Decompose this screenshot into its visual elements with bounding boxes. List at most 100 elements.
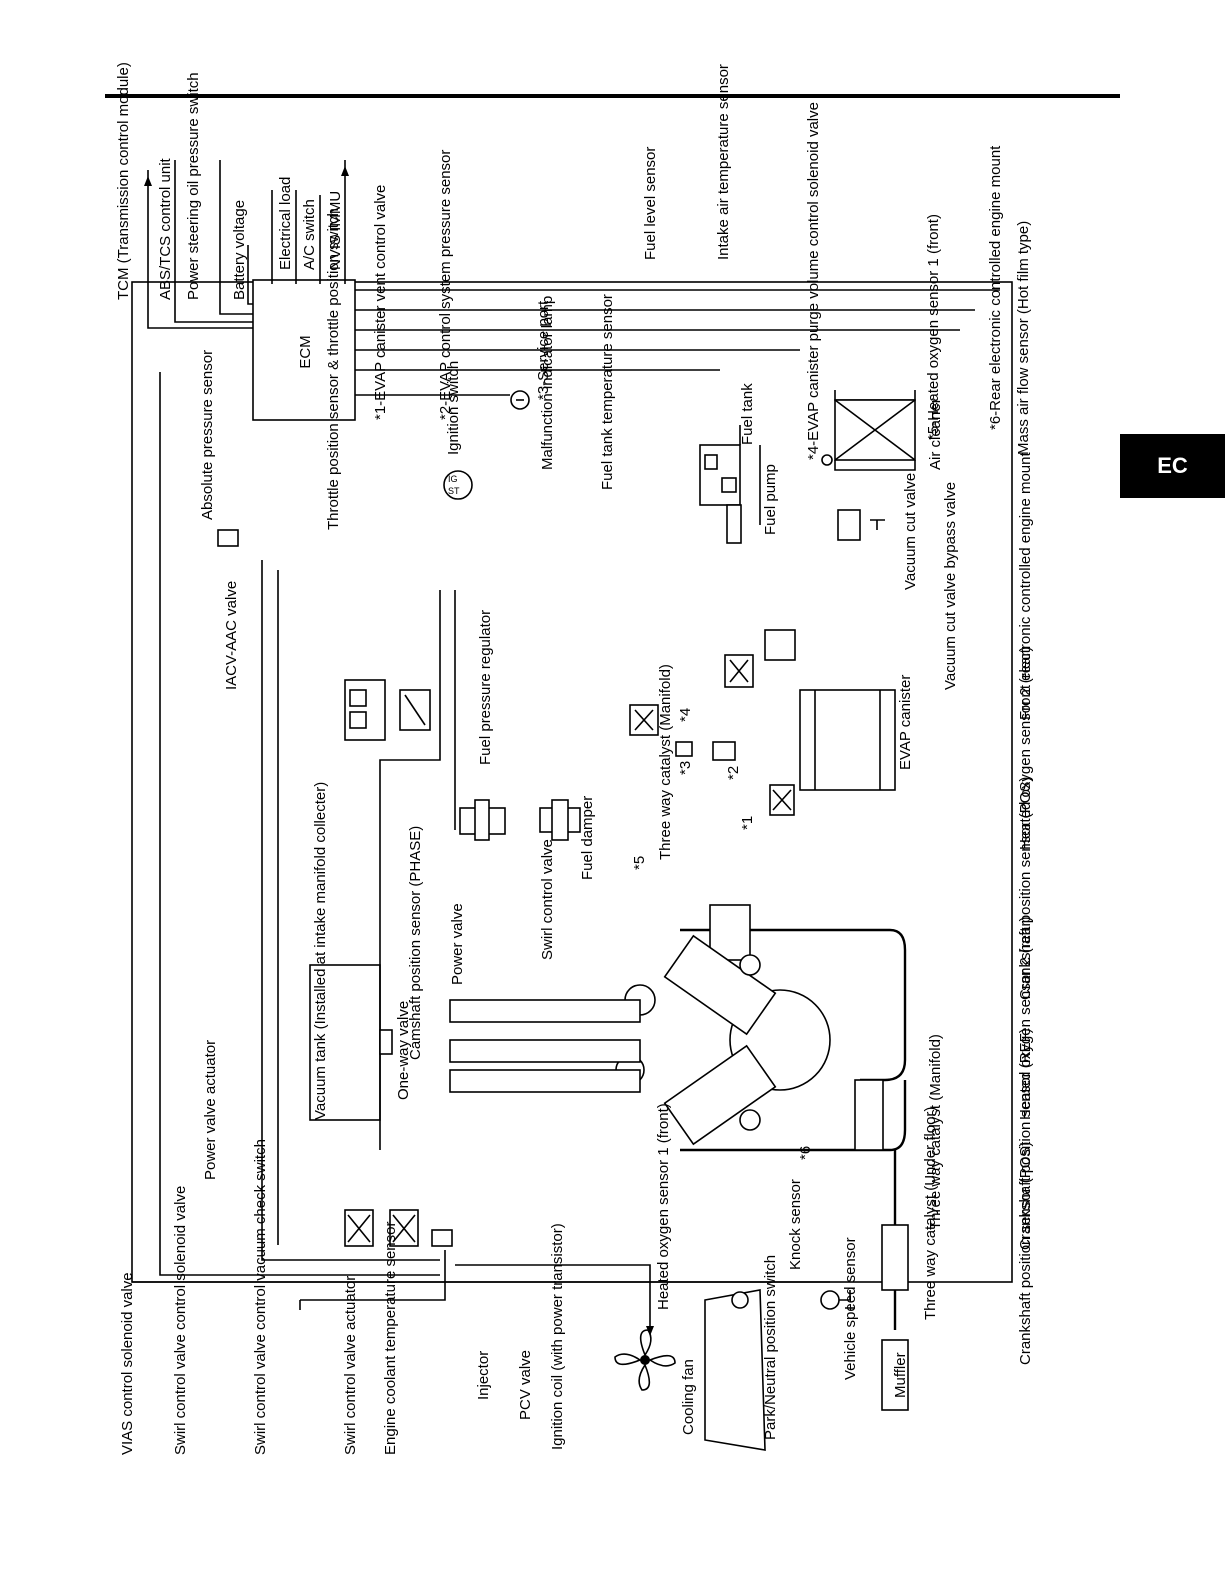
fuel-pump-label: Fuel pump: [762, 464, 779, 535]
front-mount-label: Front electronic controlled engine mount: [1017, 452, 1034, 720]
ecm-input-labels: TCM (Transmission control module) ABS/TC…: [115, 62, 344, 300]
vias-solenoid-valve: [344, 1209, 374, 1247]
input-tcm: TCM (Transmission control module): [115, 62, 132, 300]
one-way-valve: [379, 1029, 393, 1055]
maf-bracket: [870, 519, 885, 530]
section-tab-ec: EC: [1120, 434, 1225, 498]
legend-2: *2-EVAP control system pressure sensor: [437, 150, 454, 420]
svg-text:IG: IG: [448, 474, 458, 484]
intake-manifold-frame: [261, 560, 456, 1261]
iacv-label: IACV-AAC valve: [223, 581, 240, 690]
legend: *1-EVAP canister vent control valve *2-E…: [372, 102, 1004, 460]
ho2s1-front-label: Heated oxygen sensor 1 (front): [655, 1103, 672, 1310]
air-cleaner-label: Air cleaner: [927, 398, 944, 470]
air-cleaner: [821, 390, 916, 471]
knock-sensor-label: Knock sensor: [787, 1179, 804, 1270]
cooling-fan-label: Cooling fan: [680, 1359, 697, 1435]
swirl-vacuum-switch-label: Swirl control valve control vacuum check…: [252, 1139, 269, 1455]
swirl-solenoid-label: Swirl control valve control solenoid val…: [172, 1186, 189, 1455]
marker-6: *6: [797, 1146, 814, 1160]
ecm-harness-bottom: [132, 372, 830, 1336]
evap-pressure-sensor: [712, 741, 736, 761]
vacuum-cut-valve-label: Vacuum cut valve: [902, 473, 919, 590]
park-neutral-label: Park/Neutral position switch: [762, 1255, 779, 1440]
transmission-icon: [704, 1289, 766, 1451]
input-electrical-load: Electrical load: [277, 177, 294, 270]
swirl-solenoid-valve: [389, 1209, 419, 1247]
vacuum-cut-valve: [724, 629, 796, 688]
ckp-ref-label: Crankshaft position sensor (REF): [1017, 1028, 1034, 1250]
marker-2: *2: [725, 766, 742, 780]
purge-control-valve: [629, 704, 659, 736]
fuel-tank-label: Fuel tank: [739, 383, 756, 445]
maf-label: Mass air flow sensor (Hot film type): [1015, 221, 1032, 455]
ect-label: Engine coolant temperature sensor: [382, 1222, 399, 1455]
swirl-control-valve-label: Swirl control valve: [539, 839, 556, 960]
service-port: [675, 741, 693, 757]
swirl-vacuum-check-switch: [431, 1229, 453, 1247]
ignition-switch-icon: IG ST: [443, 470, 473, 500]
maf-sensor: [837, 509, 861, 541]
swirl-actuator-label: Swirl control valve actuator: [342, 1276, 359, 1455]
fuel-tank-assembly: [699, 425, 761, 544]
legend-4: *4-EVAP canister purge volume control so…: [805, 102, 822, 460]
ignition-coil-label: Ignition coil (with power transistor): [549, 1223, 566, 1450]
ignition-switch-label: Ignition switch: [445, 361, 462, 455]
power-valve-label: Power valve: [449, 903, 466, 985]
marker-4: *4: [677, 708, 694, 722]
fuel-tank-temp-label: Fuel tank temperature sensor: [599, 294, 616, 490]
ho2s2-rear-bottom-label: Heated oxygen sensor 2 (rear): [1017, 917, 1034, 1120]
throttle-label: Throttle position sensor & throttle posi…: [325, 208, 342, 530]
pcv-label: PCV valve: [517, 1350, 534, 1420]
fuel-damper-label: Fuel damper: [579, 796, 596, 880]
svg-text:ST: ST: [448, 486, 460, 496]
header-rule: [105, 94, 1120, 98]
cooling-fan-icon: [614, 1329, 676, 1391]
marker-5: *5: [631, 856, 648, 870]
ckp-bottom-label: Crankshaft position sensor (POS): [1017, 1142, 1034, 1365]
evap-canister: [769, 689, 896, 816]
absolute-pressure-sensor: [217, 529, 239, 547]
input-power-steering: Power steering oil pressure switch: [185, 72, 202, 300]
input-ac-switch: A/C switch: [301, 199, 318, 270]
input-abs-tcs: ABS/TCS control unit: [157, 157, 174, 300]
legend-5: *5-Heated oxygen sensor 1 (front): [925, 214, 942, 440]
intake-air-temp-label: Intake air temperature sensor: [715, 64, 732, 260]
power-valve-actuator-label: Power valve actuator: [202, 1040, 219, 1180]
ecm-input-lines: [144, 160, 349, 329]
ecm-label: ECM: [297, 335, 314, 368]
engine-block: [615, 934, 831, 1146]
legend-6: *6-Rear electronic controlled engine mou…: [987, 145, 1004, 430]
three-way-manifold-top-label: Three way catalyst (Manifold): [657, 664, 674, 860]
injector-label: Injector: [475, 1351, 492, 1400]
absolute-pressure-label: Absolute pressure sensor: [199, 350, 216, 520]
vacuum-tank-label: Vacuum tank (Installed at intake manifol…: [312, 782, 329, 1120]
marker-3: *3: [677, 761, 694, 775]
fuel-damper: [539, 799, 581, 841]
evap-canister-label: EVAP canister: [897, 675, 914, 770]
vehicle-speed-sensor-icon: [820, 1290, 855, 1310]
marker-1: *1: [739, 816, 756, 830]
iacv-valve: [344, 679, 431, 741]
muffler-label: Muffler: [892, 1352, 909, 1398]
fuel-pressure-regulator-label: Fuel pressure regulator: [477, 610, 494, 765]
vias-label: VIAS control solenoid valve: [119, 1272, 136, 1455]
mil-lamp-icon: [510, 390, 530, 410]
ecm-box: ECM: [252, 279, 356, 421]
fuel-pressure-regulator: [459, 799, 506, 841]
three-way-manifold-bottom-label: Three way catalyst (Manifold): [927, 1034, 944, 1230]
vacuum-cut-bypass-label: Vacuum cut valve bypass valve: [942, 482, 959, 690]
mil-label: Malfunction indicator lamp: [539, 296, 556, 470]
input-nvis-immu: NVIS IMMU: [327, 191, 344, 270]
intake-runners: [449, 999, 641, 1093]
input-battery-voltage: Battery voltage: [231, 200, 248, 300]
legend-1: *1-EVAP canister vent control valve: [372, 185, 389, 420]
camshaft-label: Camshaft position sensor (PHASE): [407, 826, 424, 1060]
ho2s2-rear-top-label: Heated oxygen sensor 2 (rear): [1017, 647, 1034, 850]
exhaust-system: [680, 904, 909, 1411]
ckp-pos-label: Crankshaft position sensor (POS): [1017, 777, 1034, 1000]
ecm-harness-right: [355, 289, 1000, 396]
three-way-underfloor-label: Three way catalyst (Under floor): [922, 1107, 939, 1320]
one-way-valve-label: One-way valve: [395, 1001, 412, 1100]
